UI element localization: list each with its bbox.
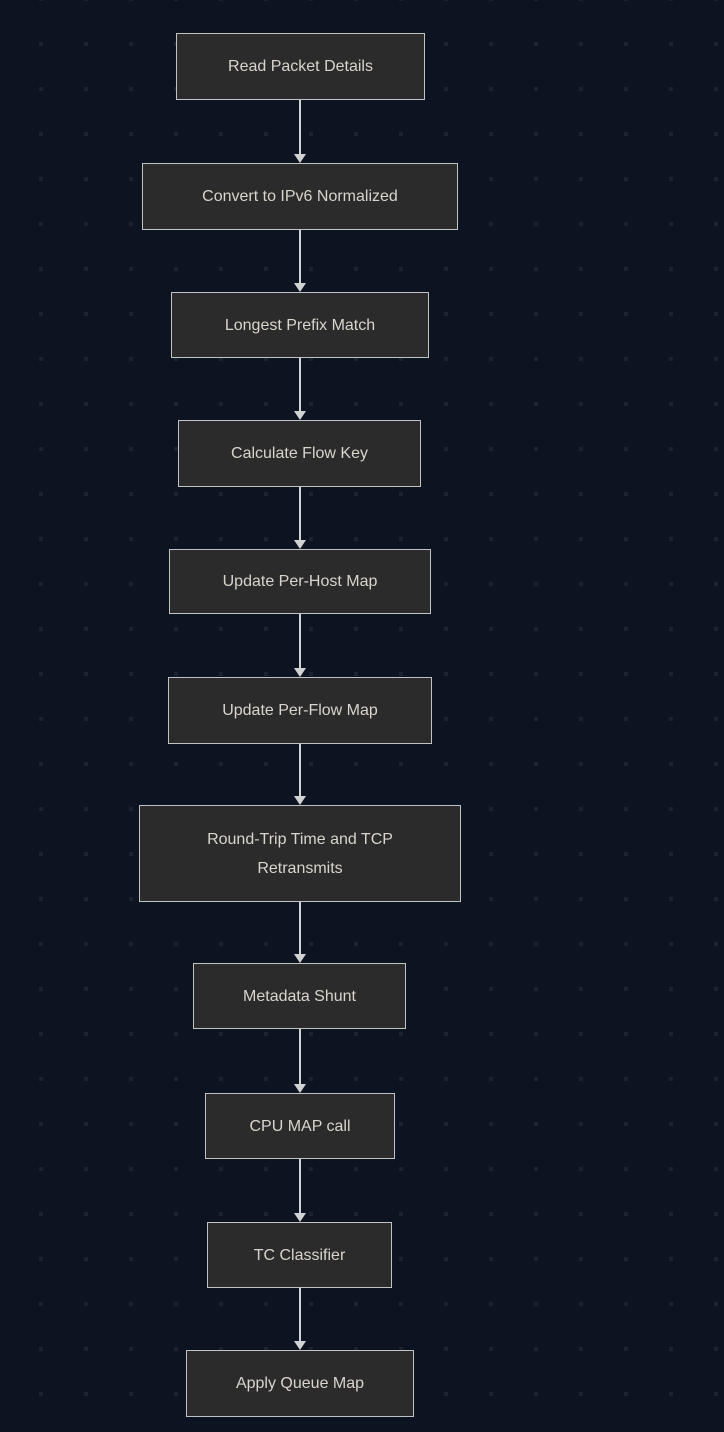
edge-line — [299, 1159, 301, 1213]
flow-node-apply-queue-map: Apply Queue Map — [186, 1350, 414, 1417]
edge-line — [299, 1029, 301, 1084]
node-label: CPU MAP call — [249, 1117, 351, 1135]
node-label: Convert to IPv6 Normalized — [202, 188, 398, 205]
flow-node-calculate-flow-key: Calculate Flow Key — [178, 420, 421, 487]
edge-line — [299, 100, 301, 154]
arrowhead-icon — [294, 796, 306, 805]
flow-node-longest-prefix-match: Longest Prefix Match — [171, 292, 429, 358]
arrowhead-icon — [294, 1084, 306, 1093]
edge-line — [299, 744, 301, 796]
edge-line — [299, 358, 301, 411]
arrowhead-icon — [294, 283, 306, 292]
edge-line — [299, 614, 301, 668]
flow-node-tc-classifier: TC Classifier — [207, 1222, 392, 1288]
arrowhead-icon — [294, 1341, 306, 1350]
arrowhead-icon — [294, 668, 306, 677]
arrowhead-icon — [294, 954, 306, 963]
edge-line — [299, 1288, 301, 1341]
node-label: Round-Trip Time and TCP Retransmits — [207, 830, 393, 877]
flow-node-convert-to-ipv6-normalized: Convert to IPv6 Normalized — [142, 163, 458, 230]
arrowhead-icon — [294, 540, 306, 549]
arrowhead-icon — [294, 154, 306, 163]
node-label: Update Per-Host Map — [222, 573, 378, 590]
node-label: Metadata Shunt — [243, 987, 356, 1005]
node-label: TC Classifier — [253, 1246, 346, 1264]
node-label: Apply Queue Map — [235, 1375, 365, 1392]
edge-line — [299, 230, 301, 283]
flow-node-update-per-host-map: Update Per-Host Map — [169, 549, 431, 614]
arrowhead-icon — [294, 411, 306, 420]
edge-line — [299, 487, 301, 540]
node-label: Longest Prefix Match — [224, 316, 376, 334]
edge-line — [299, 902, 301, 954]
node-label: Update Per-Flow Map — [222, 702, 378, 719]
flow-node-cpu-map-call: CPU MAP call — [205, 1093, 395, 1159]
flow-node-metadata-shunt: Metadata Shunt — [193, 963, 406, 1029]
flow-node-update-per-flow-map: Update Per-Flow Map — [168, 677, 432, 744]
arrowhead-icon — [294, 1213, 306, 1222]
node-label: Calculate Flow Key — [231, 445, 368, 462]
node-label: Read Packet Details — [228, 58, 373, 75]
flow-node-round-trip-time-and-tcp-retransmits: Round-Trip Time and TCP Retransmits — [139, 805, 461, 902]
flow-node-read-packet-details: Read Packet Details — [176, 33, 425, 100]
